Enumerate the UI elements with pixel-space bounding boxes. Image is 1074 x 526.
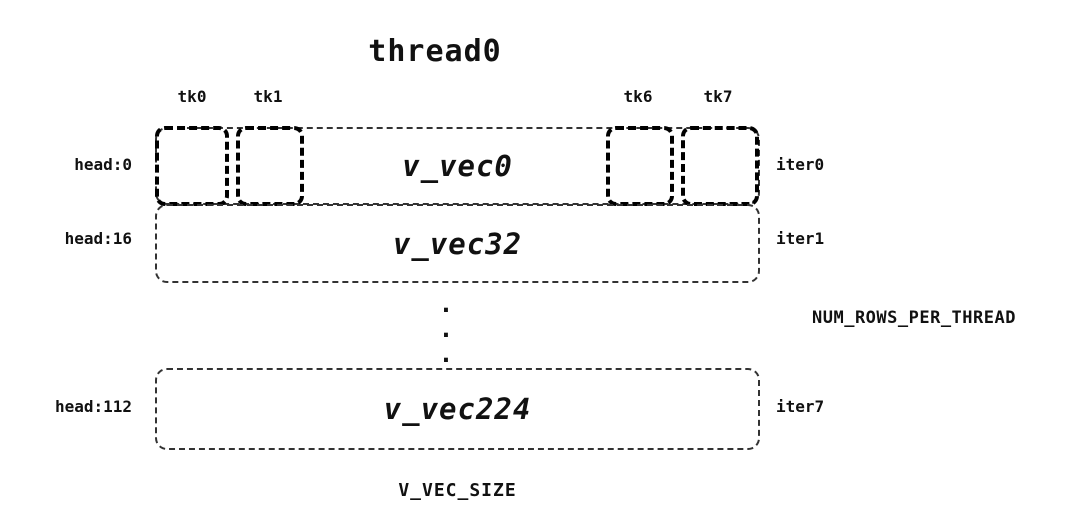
- v-vec-row-0: v_vec0: [155, 126, 760, 206]
- tk1-label: tk1: [253, 87, 283, 106]
- tk7-label: tk7: [703, 87, 733, 106]
- iter-label-0: iter0: [776, 155, 825, 174]
- tk1-box: [236, 126, 304, 206]
- vertical-ellipsis: . . .: [438, 290, 454, 369]
- v-vec-label-1: v_vec32: [392, 226, 523, 261]
- tk6-box: [606, 126, 674, 206]
- v-vec-size-label: V_VEC_SIZE: [398, 480, 517, 501]
- num-rows-per-thread-label: NUM_ROWS_PER_THREAD: [812, 308, 1016, 328]
- tk0-label: tk0: [177, 87, 207, 106]
- iter-label-2: iter7: [776, 397, 825, 416]
- tk6-label: tk6: [623, 87, 653, 106]
- diagram-title: thread0: [368, 34, 502, 69]
- iter-label-1: iter1: [776, 229, 825, 248]
- v-vec-row-2: v_vec224: [155, 368, 760, 450]
- head-offset-label-0: head:0: [74, 155, 132, 174]
- v-vec-row-1: v_vec32: [155, 204, 760, 283]
- head-offset-label-1: head:16: [64, 229, 132, 248]
- v-vec-label-0: v_vec0: [402, 149, 513, 183]
- head-offset-label-2: head:112: [54, 397, 132, 416]
- v-vec-label-2: v_vec224: [383, 392, 532, 426]
- tk0-box: [155, 126, 229, 206]
- tk7-box: [681, 126, 759, 206]
